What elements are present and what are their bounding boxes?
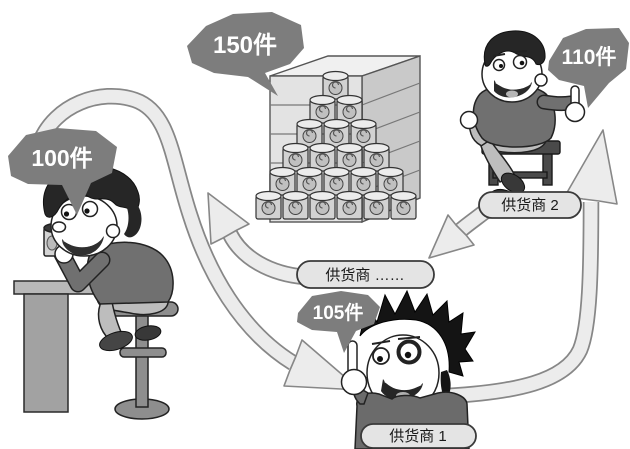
speech-bubble-customer: 100件 (8, 128, 117, 215)
supplier1-quantity-label: 105件 (313, 301, 364, 324)
can (296, 166, 323, 196)
arrowhead-right-icon (283, 339, 361, 391)
can (323, 118, 350, 148)
name-tag-supplier1-label: 供货商 1 (389, 428, 447, 445)
name-tag-supplier2-label: 供货商 2 (501, 197, 559, 214)
supplier2-calf (480, 138, 515, 184)
can (336, 94, 363, 124)
can (390, 190, 417, 220)
can (255, 190, 282, 220)
can (350, 118, 377, 148)
customer-mouth (62, 236, 104, 256)
desk (13, 280, 111, 413)
customer-nose (51, 221, 67, 233)
can (269, 166, 296, 196)
name-tag-supplier1: 供货商 1 (360, 423, 477, 449)
supplier2-fist (564, 101, 586, 123)
customer-quantity-label: 100件 (31, 145, 92, 171)
can (296, 118, 323, 148)
arrow-supplier1-to-supplier2 (447, 129, 618, 405)
speech-bubble-supplier2: 110件 (548, 28, 629, 108)
customer-eyes (60, 200, 99, 221)
customer-shoe (99, 330, 133, 352)
supplier1-fist (340, 368, 368, 396)
arrowhead-down-left-icon (428, 214, 475, 259)
can (336, 142, 363, 172)
supplier2-hand (459, 110, 479, 130)
name-tag-supplier2: 供货商 2 (478, 191, 582, 219)
warehouse-quantity-label: 150件 (213, 32, 277, 59)
supplier1-hair (359, 289, 476, 377)
customer-ear (105, 223, 121, 239)
can (309, 94, 336, 124)
customer-shoe (134, 325, 162, 341)
can (363, 190, 390, 220)
supplier2-shoe (500, 172, 526, 194)
supplier1-eyes (371, 336, 422, 365)
can (309, 190, 336, 220)
supplier2-ear (534, 73, 548, 87)
arrowhead-up-left-icon (207, 192, 250, 245)
can (322, 70, 349, 100)
customer-hair-curl (124, 198, 142, 238)
can (350, 166, 377, 196)
can (336, 190, 363, 220)
supplier2-mouth (494, 80, 532, 98)
name-tag-suppliers-chain: 供货商 …… (296, 260, 435, 289)
can (282, 142, 309, 172)
arrow-suppliers-to-warehouse (207, 192, 306, 286)
can (309, 142, 336, 172)
can (323, 166, 350, 196)
speech-bubble-warehouse: 150件 (187, 12, 304, 96)
arrow-customer-to-supplier1 (32, 88, 361, 391)
can (363, 142, 390, 172)
can (377, 166, 404, 196)
bar-stool (107, 301, 179, 420)
supplier2-figure (459, 30, 586, 206)
supplier2-eyes (492, 50, 528, 72)
supplier2-hair (483, 30, 546, 67)
speech-bubble-supplier1: 105件 (297, 291, 380, 353)
name-tag-suppliers-chain-label: 供货商 …… (325, 267, 404, 284)
supplier2-quantity-label: 110件 (562, 46, 617, 69)
can (282, 190, 309, 220)
